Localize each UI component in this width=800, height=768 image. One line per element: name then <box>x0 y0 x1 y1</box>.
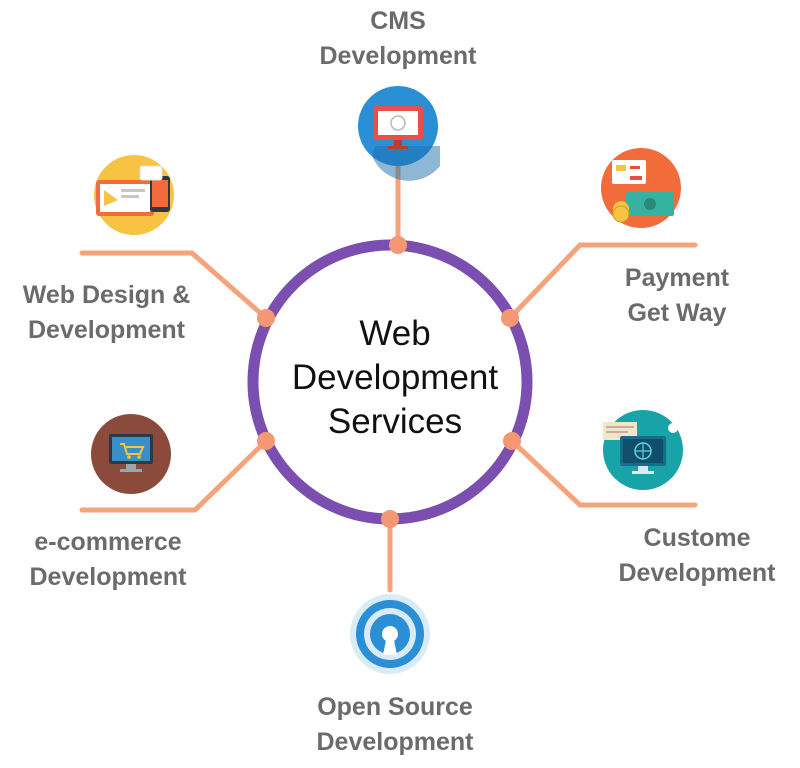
label-custom-line2: Development <box>618 559 776 587</box>
payment-card-icon <box>601 148 681 228</box>
label-opensource-line1: Open Source <box>317 693 473 721</box>
label-cms: CMS Development <box>298 4 498 74</box>
label-payment-line2: Get Way <box>627 299 727 327</box>
ring-dot-opensource <box>381 510 399 528</box>
label-webdesign-line1: Web Design & <box>22 281 191 309</box>
center-title-line1: Web <box>359 314 431 353</box>
label-cms-line2: Development <box>319 42 477 70</box>
ring-dot-ecommerce <box>257 432 275 450</box>
label-ecommerce-line1: e-commerce <box>34 528 182 556</box>
label-webdesign: Web Design & Development <box>4 278 209 348</box>
ring-dot-payment <box>501 309 519 327</box>
center-title-line2: Development <box>291 358 499 397</box>
ring-dots <box>257 236 521 528</box>
label-payment-line1: Payment <box>624 264 730 292</box>
label-custom: Custome Development <box>597 521 797 591</box>
label-cms-line1: CMS <box>370 7 426 35</box>
globe-monitor-icon <box>603 410 683 490</box>
label-ecommerce-line2: Development <box>29 563 187 591</box>
label-custom-line1: Custome <box>643 524 751 552</box>
label-payment: Payment Get Way <box>592 261 762 331</box>
ring-dot-webdesign <box>257 309 275 327</box>
connectors <box>79 157 698 593</box>
label-opensource-line2: Development <box>316 728 474 756</box>
connector-payment <box>507 242 698 321</box>
connector-ecommerce <box>79 438 269 513</box>
label-opensource: Open Source Development <box>290 690 500 760</box>
shopping-cart-monitor-icon <box>91 414 171 494</box>
ring-dot-custom <box>503 432 521 450</box>
label-ecommerce: e-commerce Development <box>8 525 208 595</box>
label-webdesign-line2: Development <box>28 316 185 344</box>
connector-custom <box>509 438 698 508</box>
connector-webdesign <box>79 250 269 321</box>
center-title-line3: Services <box>327 402 463 441</box>
open-source-icon <box>350 594 430 674</box>
responsive-devices-icon <box>94 155 174 235</box>
center-title: Web Development Services <box>250 312 540 444</box>
ring-dot-cms <box>389 236 407 254</box>
monitor-code-icon <box>358 86 440 181</box>
